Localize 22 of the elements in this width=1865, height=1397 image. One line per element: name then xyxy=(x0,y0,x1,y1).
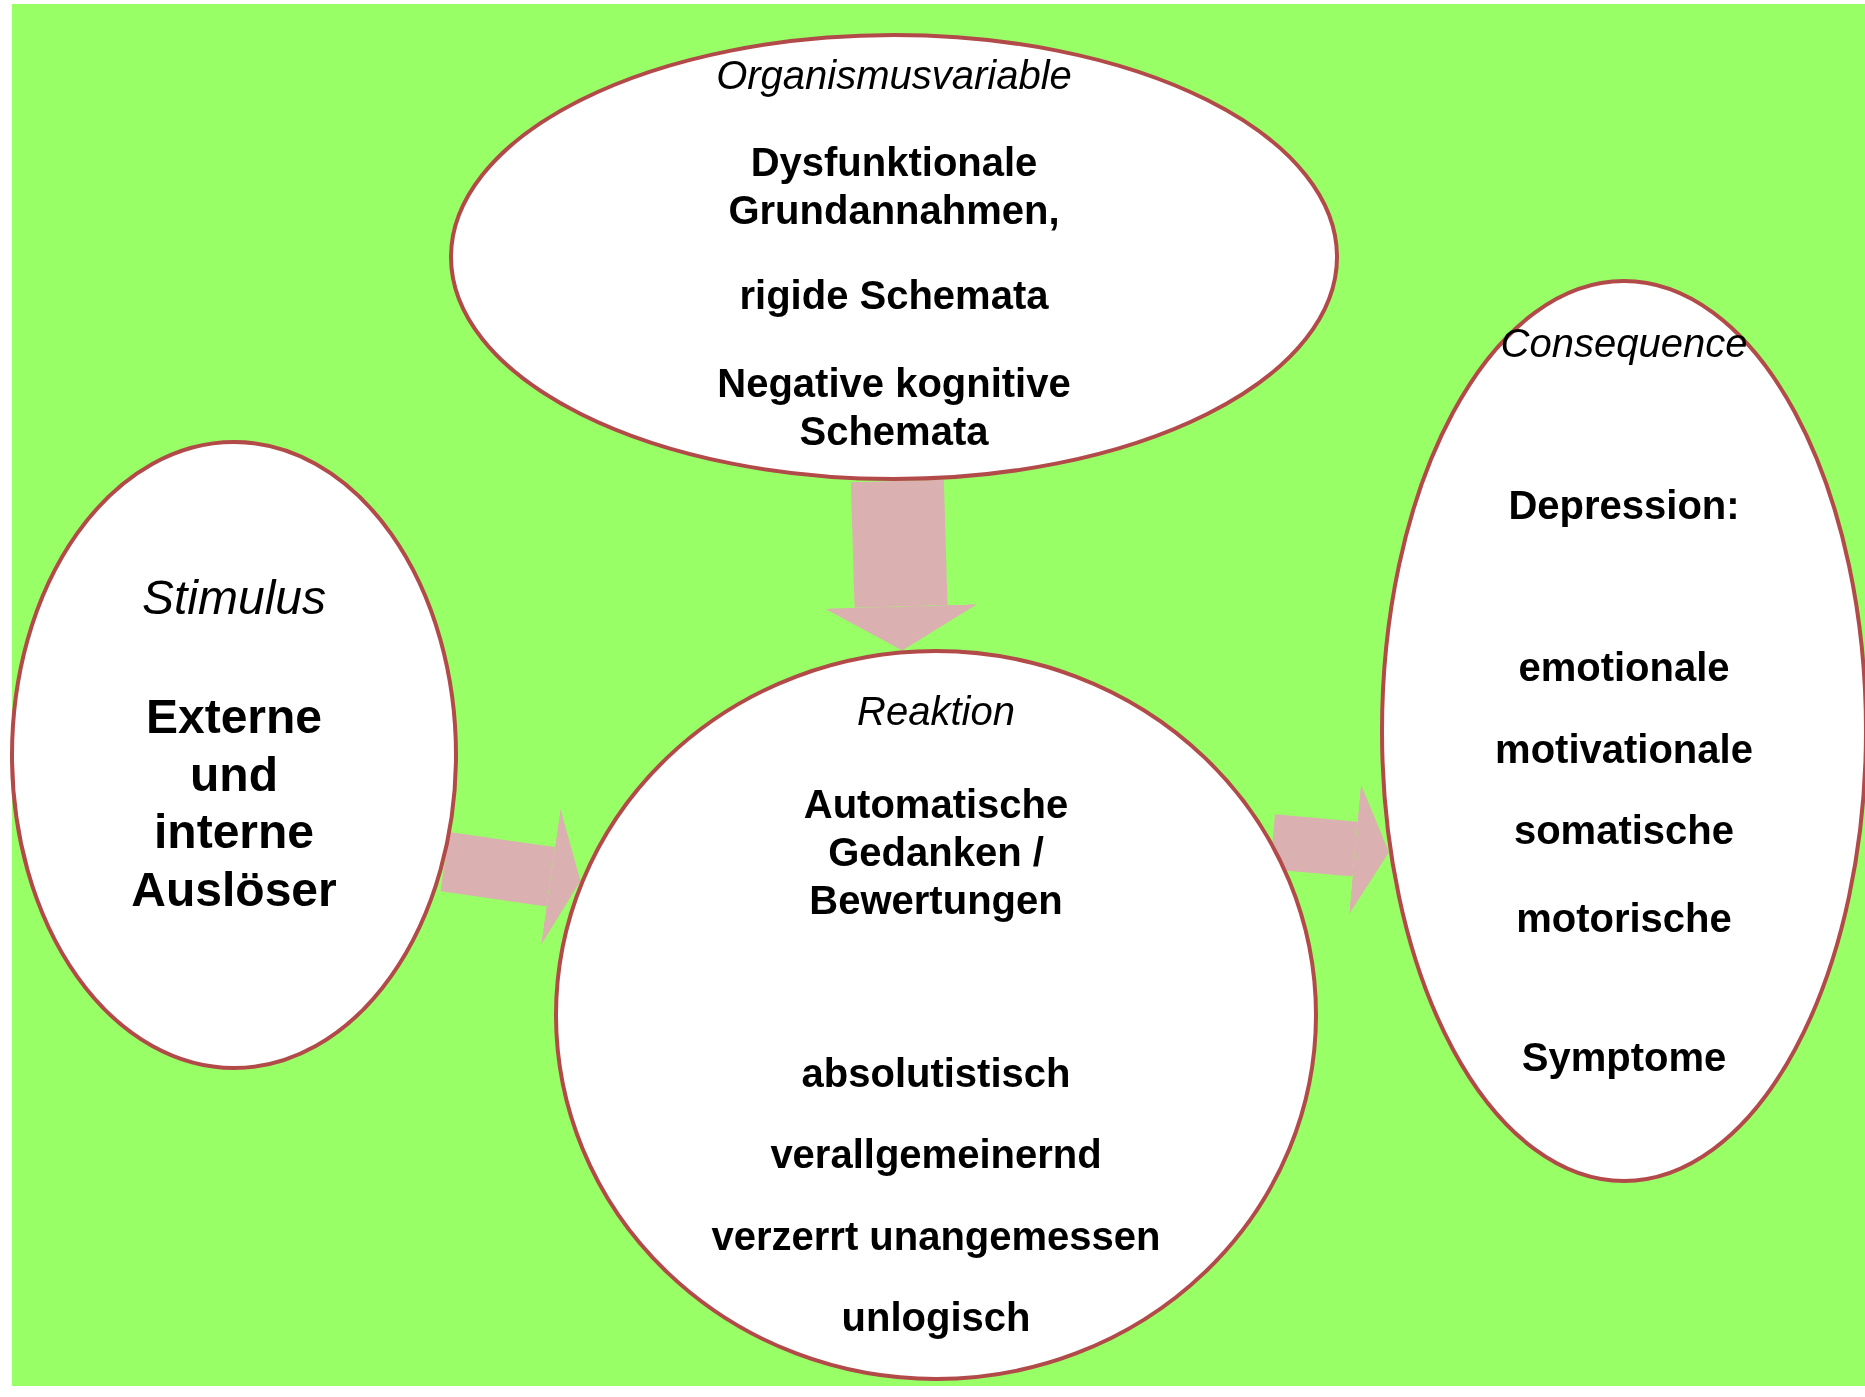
node-text: Automatische Gedanken / Bewertungen xyxy=(802,781,1070,924)
block-arrow xyxy=(440,809,581,945)
node-text: verallgemeinernd xyxy=(769,1131,1103,1178)
node-text: unlogisch xyxy=(840,1294,1032,1341)
node-text: motorische xyxy=(1515,895,1733,942)
node-text: Symptome xyxy=(1520,1034,1728,1081)
node-text: emotionale xyxy=(1517,644,1731,691)
node-text: verzerrt unangemessen xyxy=(710,1213,1162,1260)
node-text: Depression: xyxy=(1507,482,1741,529)
category-heading: Reaktion xyxy=(856,688,1016,735)
node-text: Dysfunktionale Grundannahmen, xyxy=(727,139,1061,234)
node-text: motivationale xyxy=(1494,726,1754,773)
block-arrow xyxy=(825,479,977,651)
category-heading: Organismusvariable xyxy=(715,52,1073,99)
node-text: Negative kognitive Schemata xyxy=(716,360,1072,455)
node-text: absolutistisch xyxy=(800,1050,1072,1097)
category-heading: Consequence xyxy=(1499,320,1749,367)
node-text: somatische xyxy=(1512,807,1736,854)
node-text: Externe und interne Auslöser xyxy=(130,688,338,918)
category-heading: Stimulus xyxy=(140,570,328,627)
node-text: rigide Schemata xyxy=(738,272,1050,319)
block-arrow xyxy=(1270,784,1389,914)
